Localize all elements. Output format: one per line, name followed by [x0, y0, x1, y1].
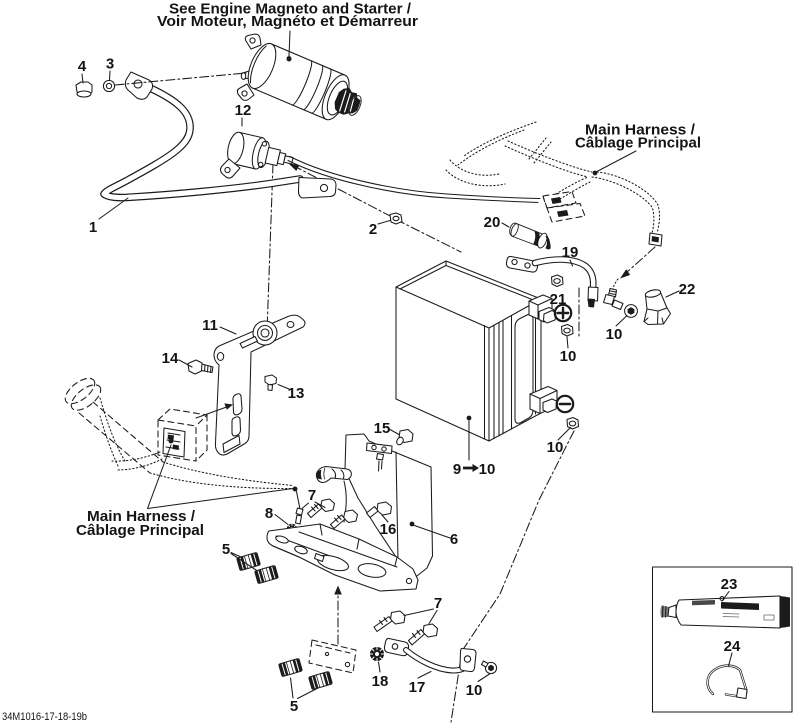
svg-text:3: 3: [106, 56, 114, 73]
svg-text:Voir Moteur, Magnéto et Démarr: Voir Moteur, Magnéto et Démarreur: [157, 14, 418, 30]
svg-text:Main Harness /: Main Harness /: [87, 509, 195, 525]
svg-text:6: 6: [450, 531, 458, 548]
svg-text:13: 13: [288, 385, 305, 402]
svg-text:14: 14: [162, 350, 179, 367]
svg-text:10: 10: [466, 682, 483, 699]
svg-text:10: 10: [606, 326, 623, 343]
svg-text:10: 10: [547, 439, 564, 456]
svg-text:22: 22: [679, 281, 696, 298]
svg-text:17: 17: [409, 679, 426, 696]
svg-text:See Engine Magneto and Starter: See Engine Magneto and Starter /: [169, 2, 411, 18]
svg-text:18: 18: [372, 673, 389, 690]
svg-text:Main Harness /: Main Harness /: [585, 123, 695, 139]
svg-text:34M1016-17-18-19b: 34M1016-17-18-19b: [2, 711, 87, 723]
svg-text:21: 21: [550, 291, 567, 308]
svg-text:8: 8: [265, 505, 273, 522]
svg-text:Câblage Principal: Câblage Principal: [575, 136, 701, 152]
svg-text:15: 15: [374, 420, 391, 437]
svg-text:11: 11: [202, 317, 218, 334]
svg-text:7: 7: [434, 595, 442, 612]
svg-text:5: 5: [290, 698, 298, 715]
svg-text:23: 23: [721, 576, 738, 593]
svg-text:16: 16: [380, 521, 397, 538]
svg-text:24: 24: [724, 638, 741, 655]
svg-text:20: 20: [484, 214, 501, 231]
svg-text:10: 10: [479, 461, 496, 478]
svg-text:Câblage Principal: Câblage Principal: [76, 523, 204, 539]
svg-text:12: 12: [235, 102, 252, 119]
svg-text:5: 5: [222, 541, 230, 558]
svg-text:19: 19: [562, 244, 579, 261]
svg-text:9: 9: [453, 461, 461, 478]
svg-text:4: 4: [78, 58, 87, 75]
svg-text:10: 10: [560, 348, 577, 365]
svg-text:2: 2: [369, 221, 377, 238]
svg-text:7: 7: [308, 487, 316, 504]
svg-text:1: 1: [89, 219, 97, 236]
